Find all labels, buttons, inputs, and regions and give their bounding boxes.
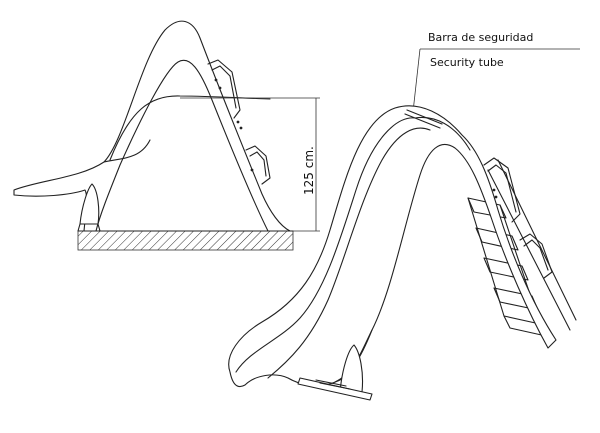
ground-hatch — [77, 230, 294, 251]
side-view-slide-body — [13, 20, 291, 232]
perspective-handles — [483, 157, 577, 331]
height-dimension-label: 125 cm. — [302, 146, 316, 195]
side-view-handles — [207, 59, 271, 185]
safety-bar-label-en: Security tube — [430, 56, 504, 69]
safety-bar-label-es: Barra de seguridad — [428, 31, 533, 44]
safety-bar-leader — [412, 48, 421, 113]
side-view-slide: 125 cm. — [13, 20, 320, 251]
side-view-support — [79, 183, 100, 225]
height-dimension-line — [180, 97, 320, 232]
safety-tube — [404, 109, 443, 129]
perspective-view-slide: Barra de seguridad Security tube — [228, 31, 580, 401]
perspective-support — [297, 344, 373, 401]
perspective-slide-body — [228, 105, 557, 388]
